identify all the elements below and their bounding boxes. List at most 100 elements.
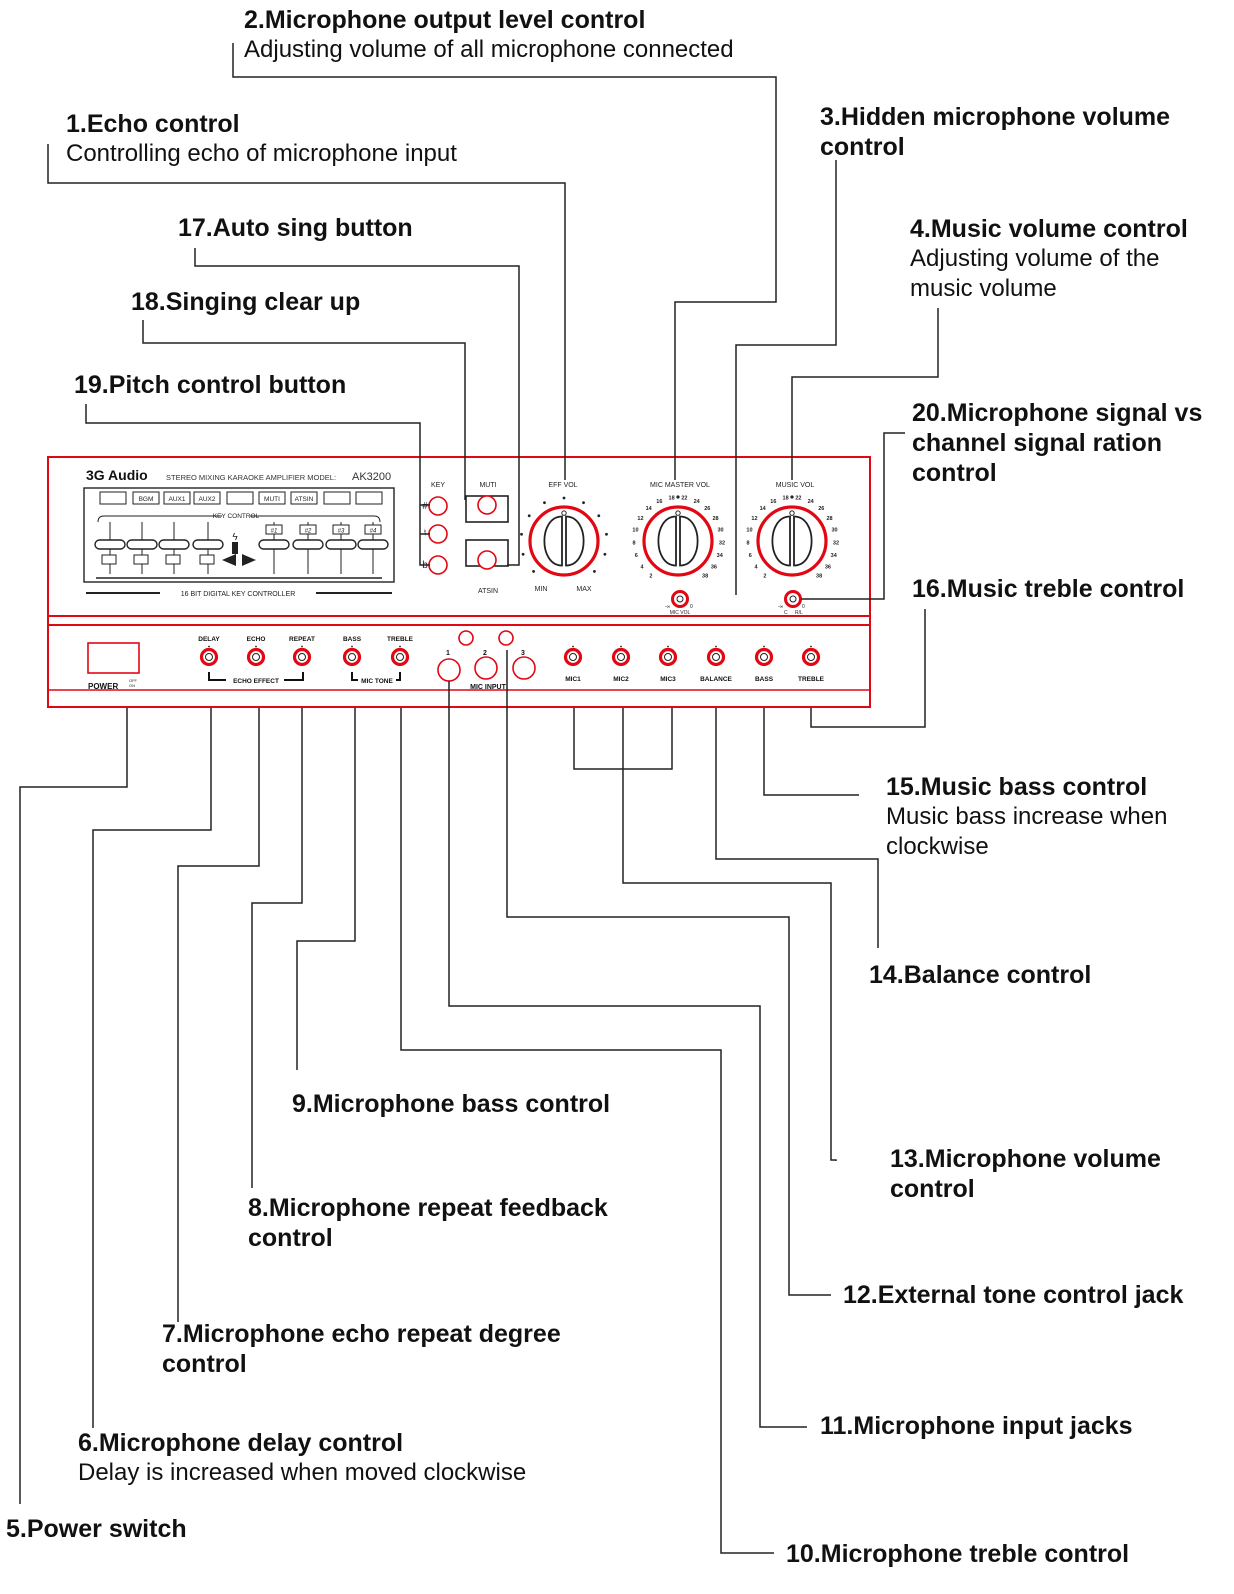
key-natural-button[interactable] bbox=[428, 524, 448, 544]
scale-tick-label: 18 bbox=[783, 495, 789, 501]
muti-button[interactable] bbox=[477, 495, 497, 515]
balance-knob[interactable]: BALANCE bbox=[700, 645, 733, 683]
mic-input-jack-3[interactable] bbox=[512, 656, 536, 680]
scale-tick-label: 8 bbox=[746, 540, 749, 546]
key-header: KEY bbox=[431, 482, 445, 489]
scale-tick-label: 24 bbox=[694, 499, 701, 505]
scale-tick-label: 4 bbox=[755, 564, 759, 570]
callout-title: 1.Echo control bbox=[66, 110, 240, 138]
mode-button-label: MUTI bbox=[264, 496, 280, 503]
key-sharp-slider[interactable]: #3 bbox=[325, 522, 357, 574]
mode-button[interactable] bbox=[323, 491, 351, 505]
knob-label: TREBLE bbox=[798, 676, 825, 683]
leader-line bbox=[715, 708, 879, 948]
mic2-knob[interactable]: MIC2 bbox=[611, 645, 631, 683]
scale-tick-label: 2 bbox=[763, 574, 766, 580]
key-flat-button[interactable] bbox=[428, 555, 448, 575]
eff-vol-label: EFF VOL bbox=[548, 482, 577, 489]
mode-button[interactable] bbox=[99, 491, 127, 505]
mic-input-jack-2[interactable] bbox=[474, 656, 498, 680]
scale-dot bbox=[527, 514, 531, 518]
callout-title: 12.External tone control jack bbox=[843, 1281, 1184, 1309]
arrow-right-icon bbox=[242, 554, 256, 566]
music-vol-label: MUSIC VOL bbox=[776, 482, 815, 489]
music-vol-knob[interactable] bbox=[756, 505, 828, 577]
repeat-knob[interactable]: REPEAT bbox=[289, 636, 315, 667]
key-flat-slider[interactable] bbox=[94, 522, 126, 574]
external-tone-jack[interactable] bbox=[458, 630, 474, 646]
atsin-button[interactable] bbox=[477, 550, 497, 570]
scale-tick-label: 22 bbox=[795, 495, 801, 501]
knob-label: MIC3 bbox=[660, 676, 676, 683]
mode-button[interactable] bbox=[355, 491, 383, 505]
mic-bass-knob[interactable]: BASS bbox=[342, 636, 362, 667]
key-sharp-button[interactable] bbox=[428, 496, 448, 516]
knob-pointer bbox=[789, 510, 795, 516]
callout-mic-echo-repeat: 7.Microphone echo repeat degree control bbox=[162, 1319, 622, 1379]
mic-vol-sub-min: -∞ bbox=[665, 604, 671, 610]
mic-treble-knob[interactable]: TREBLE bbox=[387, 636, 414, 667]
delay-knob[interactable]: DELAY bbox=[198, 636, 220, 667]
sharp-icon: # bbox=[422, 501, 428, 512]
music-sub-min: -∞ bbox=[778, 604, 784, 610]
scale-dot bbox=[521, 552, 525, 556]
leader-line bbox=[296, 708, 356, 1070]
scale-dot bbox=[582, 501, 585, 505]
scale-dot bbox=[790, 495, 794, 499]
echo-effect-label: ECHO EFFECT bbox=[233, 678, 279, 685]
eff-vol-knob[interactable] bbox=[520, 496, 608, 577]
scale-tick-label: 12 bbox=[751, 516, 757, 522]
key-sharp-label: #1 bbox=[271, 529, 278, 535]
callout-description: Delay is increased when moved clockwise bbox=[78, 1459, 527, 1486]
knob-ring bbox=[528, 505, 600, 577]
mode-button[interactable]: AUX1 bbox=[163, 491, 191, 505]
echo-knob[interactable]: ECHO bbox=[247, 636, 266, 667]
scale-tick-label: 16 bbox=[770, 499, 776, 505]
callout-description: Adjusting volume of the music volume bbox=[910, 245, 1160, 302]
mode-button[interactable]: AUX2 bbox=[193, 491, 221, 505]
key-sharp-slider[interactable]: #2 bbox=[292, 522, 324, 574]
scale-tick-label: 10 bbox=[632, 528, 638, 534]
external-tone-jack[interactable] bbox=[498, 630, 514, 646]
scale-dot bbox=[543, 501, 546, 505]
callout-title: 8.Microphone repeat feedback control bbox=[248, 1194, 608, 1252]
mode-button[interactable]: MUTI bbox=[258, 491, 286, 505]
knob-label: BASS bbox=[343, 636, 362, 643]
callout-title: 19.Pitch control button bbox=[74, 371, 347, 399]
mic3-knob[interactable]: MIC3 bbox=[658, 645, 678, 683]
scale-tick-label: 36 bbox=[711, 564, 717, 570]
scale-tick-label: 30 bbox=[831, 528, 837, 534]
leader-line bbox=[400, 708, 774, 1554]
mic-master-vol-knob[interactable] bbox=[642, 505, 714, 577]
leader-line bbox=[142, 320, 466, 500]
scale-tick-label: 38 bbox=[702, 574, 708, 580]
display-footer: 16 BIT DIGITAL KEY CONTROLLER bbox=[181, 591, 296, 598]
power-switch[interactable] bbox=[87, 642, 140, 674]
key-flat-slider[interactable] bbox=[192, 522, 224, 574]
knob-grip-left bbox=[543, 515, 563, 567]
callout-mic-treble: 10.Microphone treble control bbox=[786, 1539, 1129, 1569]
mode-button[interactable] bbox=[226, 491, 254, 505]
leader-line bbox=[622, 708, 837, 1161]
mode-button[interactable]: BGM bbox=[132, 491, 160, 505]
mic1-knob[interactable]: MIC1 bbox=[563, 645, 583, 683]
callout-power-switch: 5.Power switch bbox=[6, 1514, 187, 1544]
knob-center bbox=[789, 595, 797, 603]
scale-tick-label: 30 bbox=[717, 528, 723, 534]
key-sharp-slider[interactable]: #1 bbox=[258, 522, 290, 574]
key-flat-slider[interactable] bbox=[126, 522, 158, 574]
music-bass-knob[interactable]: BASS bbox=[754, 645, 774, 683]
music-treble-knob[interactable]: TREBLE bbox=[798, 645, 825, 683]
mic-input-jack-1[interactable] bbox=[437, 658, 461, 682]
mode-button[interactable]: ATSIN bbox=[290, 491, 318, 505]
muti-label: MUTI bbox=[479, 482, 496, 489]
knob-label: MIC2 bbox=[613, 676, 629, 683]
jack-number-3: 3 bbox=[521, 650, 525, 657]
callout-title: 14.Balance control bbox=[869, 961, 1092, 989]
callout-title: 2.Microphone output level control bbox=[244, 6, 646, 34]
key-sharp-slider[interactable]: #4 bbox=[357, 522, 389, 574]
key-flat-slider[interactable] bbox=[158, 522, 190, 574]
power-label: POWER bbox=[88, 682, 118, 691]
